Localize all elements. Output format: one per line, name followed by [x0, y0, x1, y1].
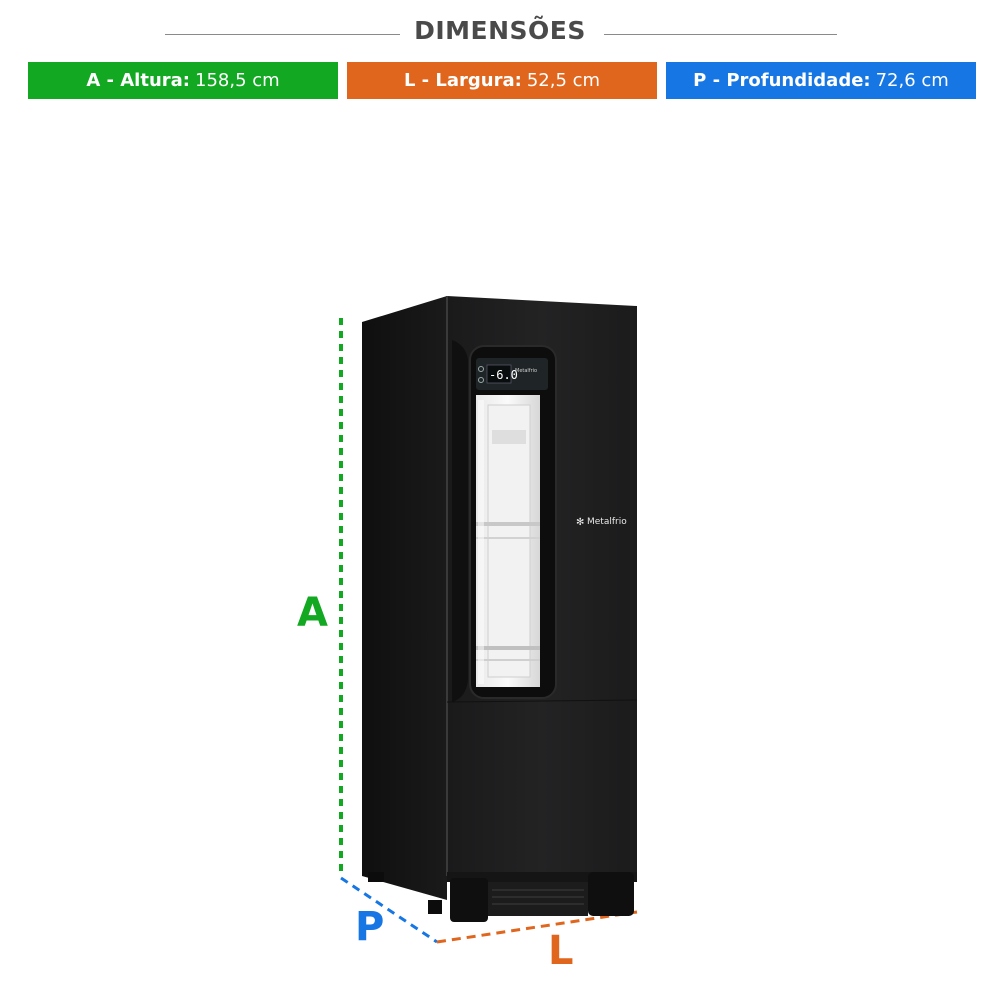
- header-divider-right: [604, 34, 837, 35]
- temperature-readout: -6.0: [489, 368, 518, 382]
- glass-reflection: [478, 400, 484, 684]
- width-guide-line: [436, 910, 638, 944]
- height-dimension-badge: A - Altura: 158,5 cm: [28, 62, 338, 99]
- snowflake-icon: ✻: [576, 517, 584, 528]
- dimensions-bar: A - Altura: 158,5 cm L - Largura: 52,5 c…: [28, 62, 976, 99]
- dimensions-header: DIMENSÕES: [0, 14, 1000, 54]
- base-left-foot: [450, 878, 488, 922]
- width-marker-letter: L: [548, 928, 574, 974]
- depth-marker-letter: P: [355, 904, 385, 950]
- height-label: A - Altura:: [86, 70, 190, 91]
- display-button-bottom: [478, 377, 484, 383]
- width-value: 52,5 cm: [526, 70, 601, 91]
- refrigerator-side-panel: [362, 296, 447, 900]
- door-split-line: [446, 699, 638, 703]
- base-vent-grille: [488, 882, 588, 916]
- door-handle: [452, 340, 468, 702]
- depth-value: 72,6 cm: [875, 70, 949, 91]
- height-value: 158,5 cm: [195, 70, 280, 91]
- side-foot-rear: [368, 872, 384, 882]
- header-divider-left: [165, 34, 400, 35]
- base-right-foot: [588, 872, 634, 916]
- interior-back-wall: [487, 404, 531, 678]
- display-brand-text: Metalfrio: [515, 368, 537, 374]
- depth-dimension-badge: P - Profundidade: 72,6 cm: [666, 62, 976, 99]
- refrigerator-base: [447, 872, 637, 882]
- side-foot-front: [428, 900, 442, 914]
- height-marker-letter: A: [297, 590, 328, 636]
- depth-label: P - Profundidade:: [693, 70, 871, 91]
- interior-top-vent: [492, 430, 526, 444]
- front-brand-label: Metalfrio: [587, 517, 627, 527]
- temperature-screen: [486, 364, 512, 384]
- page-title: DIMENSÕES: [414, 16, 586, 45]
- width-dimension-badge: L - Largura: 52,5 cm: [347, 62, 657, 99]
- width-label: L - Largura:: [403, 70, 522, 91]
- metalfrio-logo: ✻ Metalfrio: [576, 517, 627, 528]
- display-button-top: [478, 366, 484, 372]
- depth-guide-line: [340, 876, 438, 944]
